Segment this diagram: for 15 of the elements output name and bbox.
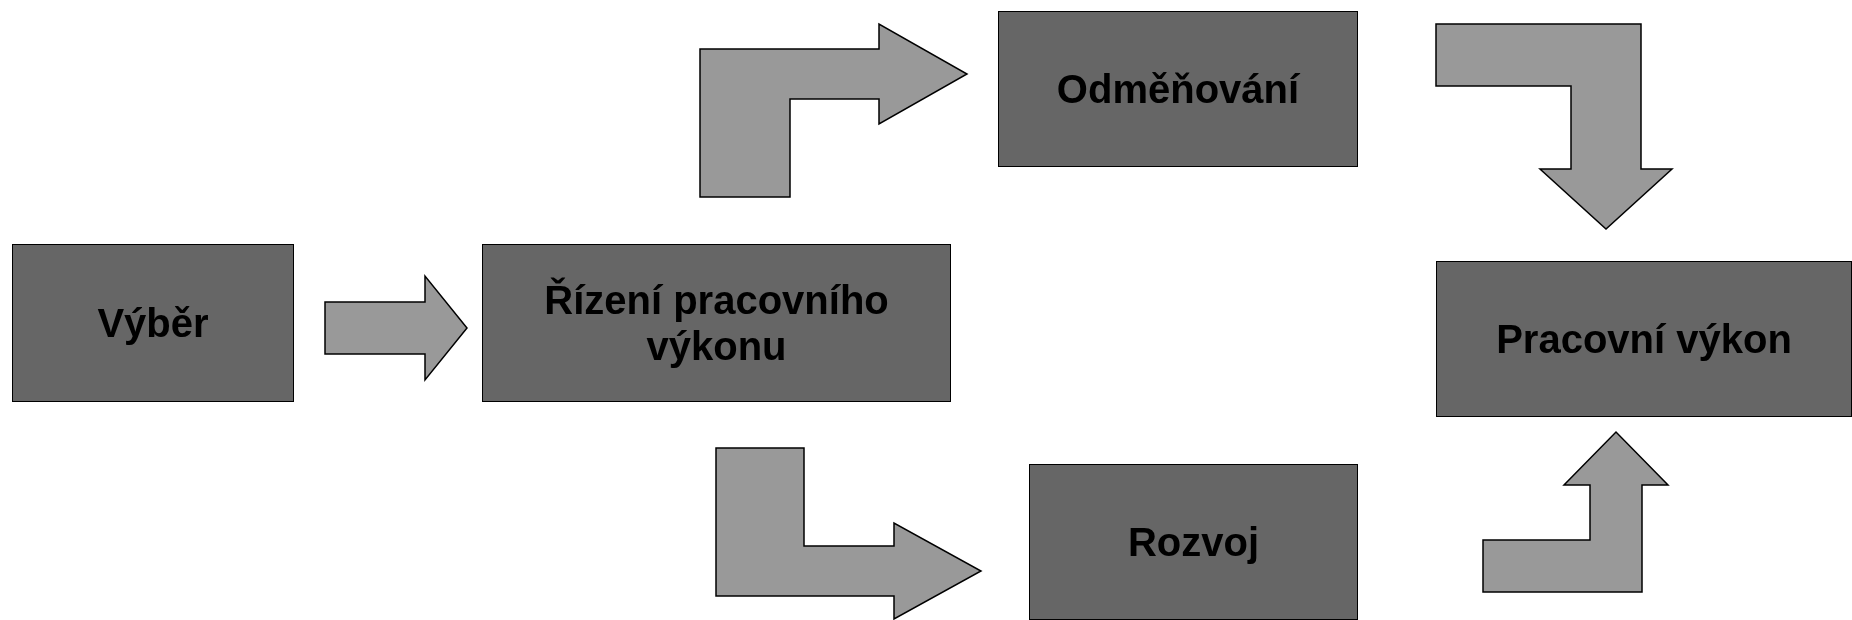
box-label: Pracovní výkon [1496,316,1792,362]
process-box [1436,261,1852,417]
block-arrow [715,447,983,620]
box-label: Výběr [97,300,209,346]
block-arrow [699,22,969,198]
box-label: Řízení pracovního výkonu [543,277,890,369]
process-box [482,244,951,402]
block-arrow [324,273,468,383]
box-label: Rozvoj [1127,519,1260,565]
process-box [12,244,294,402]
block-arrow [1435,23,1674,230]
process-box [1029,464,1358,620]
block-arrow [1482,430,1670,593]
process-box [998,11,1358,167]
box-label: Odměňování [1056,66,1300,112]
